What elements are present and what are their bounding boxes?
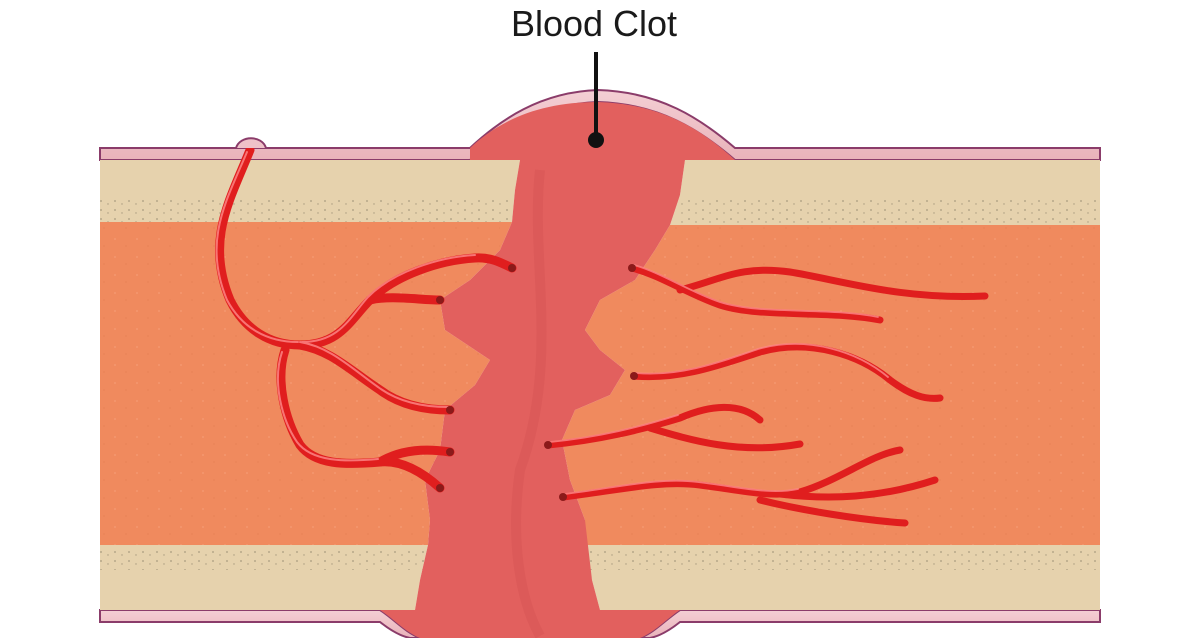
blood-clot [380, 102, 735, 638]
vessel-ends [436, 264, 638, 501]
blood-vessels-right [544, 264, 989, 527]
clot-leader-dot [588, 132, 604, 148]
speckle-band-bottom-left [100, 548, 425, 570]
speckle-band-top-left [100, 196, 512, 222]
marrow-texture-right [620, 225, 1100, 545]
speckle-band-top-right [676, 198, 1100, 225]
speckle-band-bottom-right [590, 548, 1100, 570]
clot-shading [511, 169, 547, 638]
clot-label: Blood Clot [511, 3, 677, 44]
blood-vessels-left [215, 137, 517, 493]
